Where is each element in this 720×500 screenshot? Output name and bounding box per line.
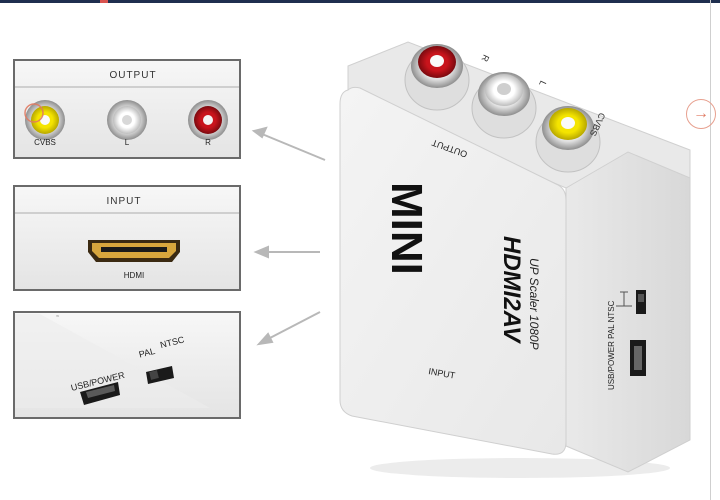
audio-r-label: R <box>205 138 211 147</box>
arrow-right-icon[interactable]: → <box>686 99 716 129</box>
device-brand: MINI <box>382 182 431 275</box>
device-rca-white <box>471 72 537 139</box>
top-bar <box>0 0 720 3</box>
input-panel: INPUT HDMI <box>13 185 241 291</box>
pal-ntsc-switch <box>146 366 174 384</box>
output-panel: OUTPUT CVBS L R <box>13 59 241 159</box>
device-subtitle: UP Scaler 1080P <box>527 258 541 350</box>
pointer-arrows <box>251 126 326 346</box>
output-panel-title: OUTPUT <box>109 70 156 81</box>
device-side-label: USB/POWER PAL NTSC <box>607 300 616 390</box>
audio-l-label: L <box>125 138 130 147</box>
device-model: HDMI2AV <box>498 236 525 344</box>
usb-switch-panel: ≈ USB/POWER PAL NTSC <box>13 311 241 419</box>
top-bar-accent <box>100 0 108 3</box>
converter-device: R L CVBS OUTPUT MINI HDMI2AV UP Scaler 1… <box>339 41 691 478</box>
device-rca-red <box>404 44 470 111</box>
svg-text:≈: ≈ <box>56 314 60 320</box>
input-panel-title: INPUT <box>107 196 142 207</box>
hdmi-label: HDMI <box>124 271 144 280</box>
device-rca-yellow <box>535 106 601 173</box>
cvbs-label: CVBS <box>34 138 56 147</box>
device-port-l-label: L <box>537 79 548 88</box>
pal-label: PAL <box>138 346 156 360</box>
device-input-label: INPUT <box>428 366 457 381</box>
device-port-r-label: R <box>479 53 491 64</box>
